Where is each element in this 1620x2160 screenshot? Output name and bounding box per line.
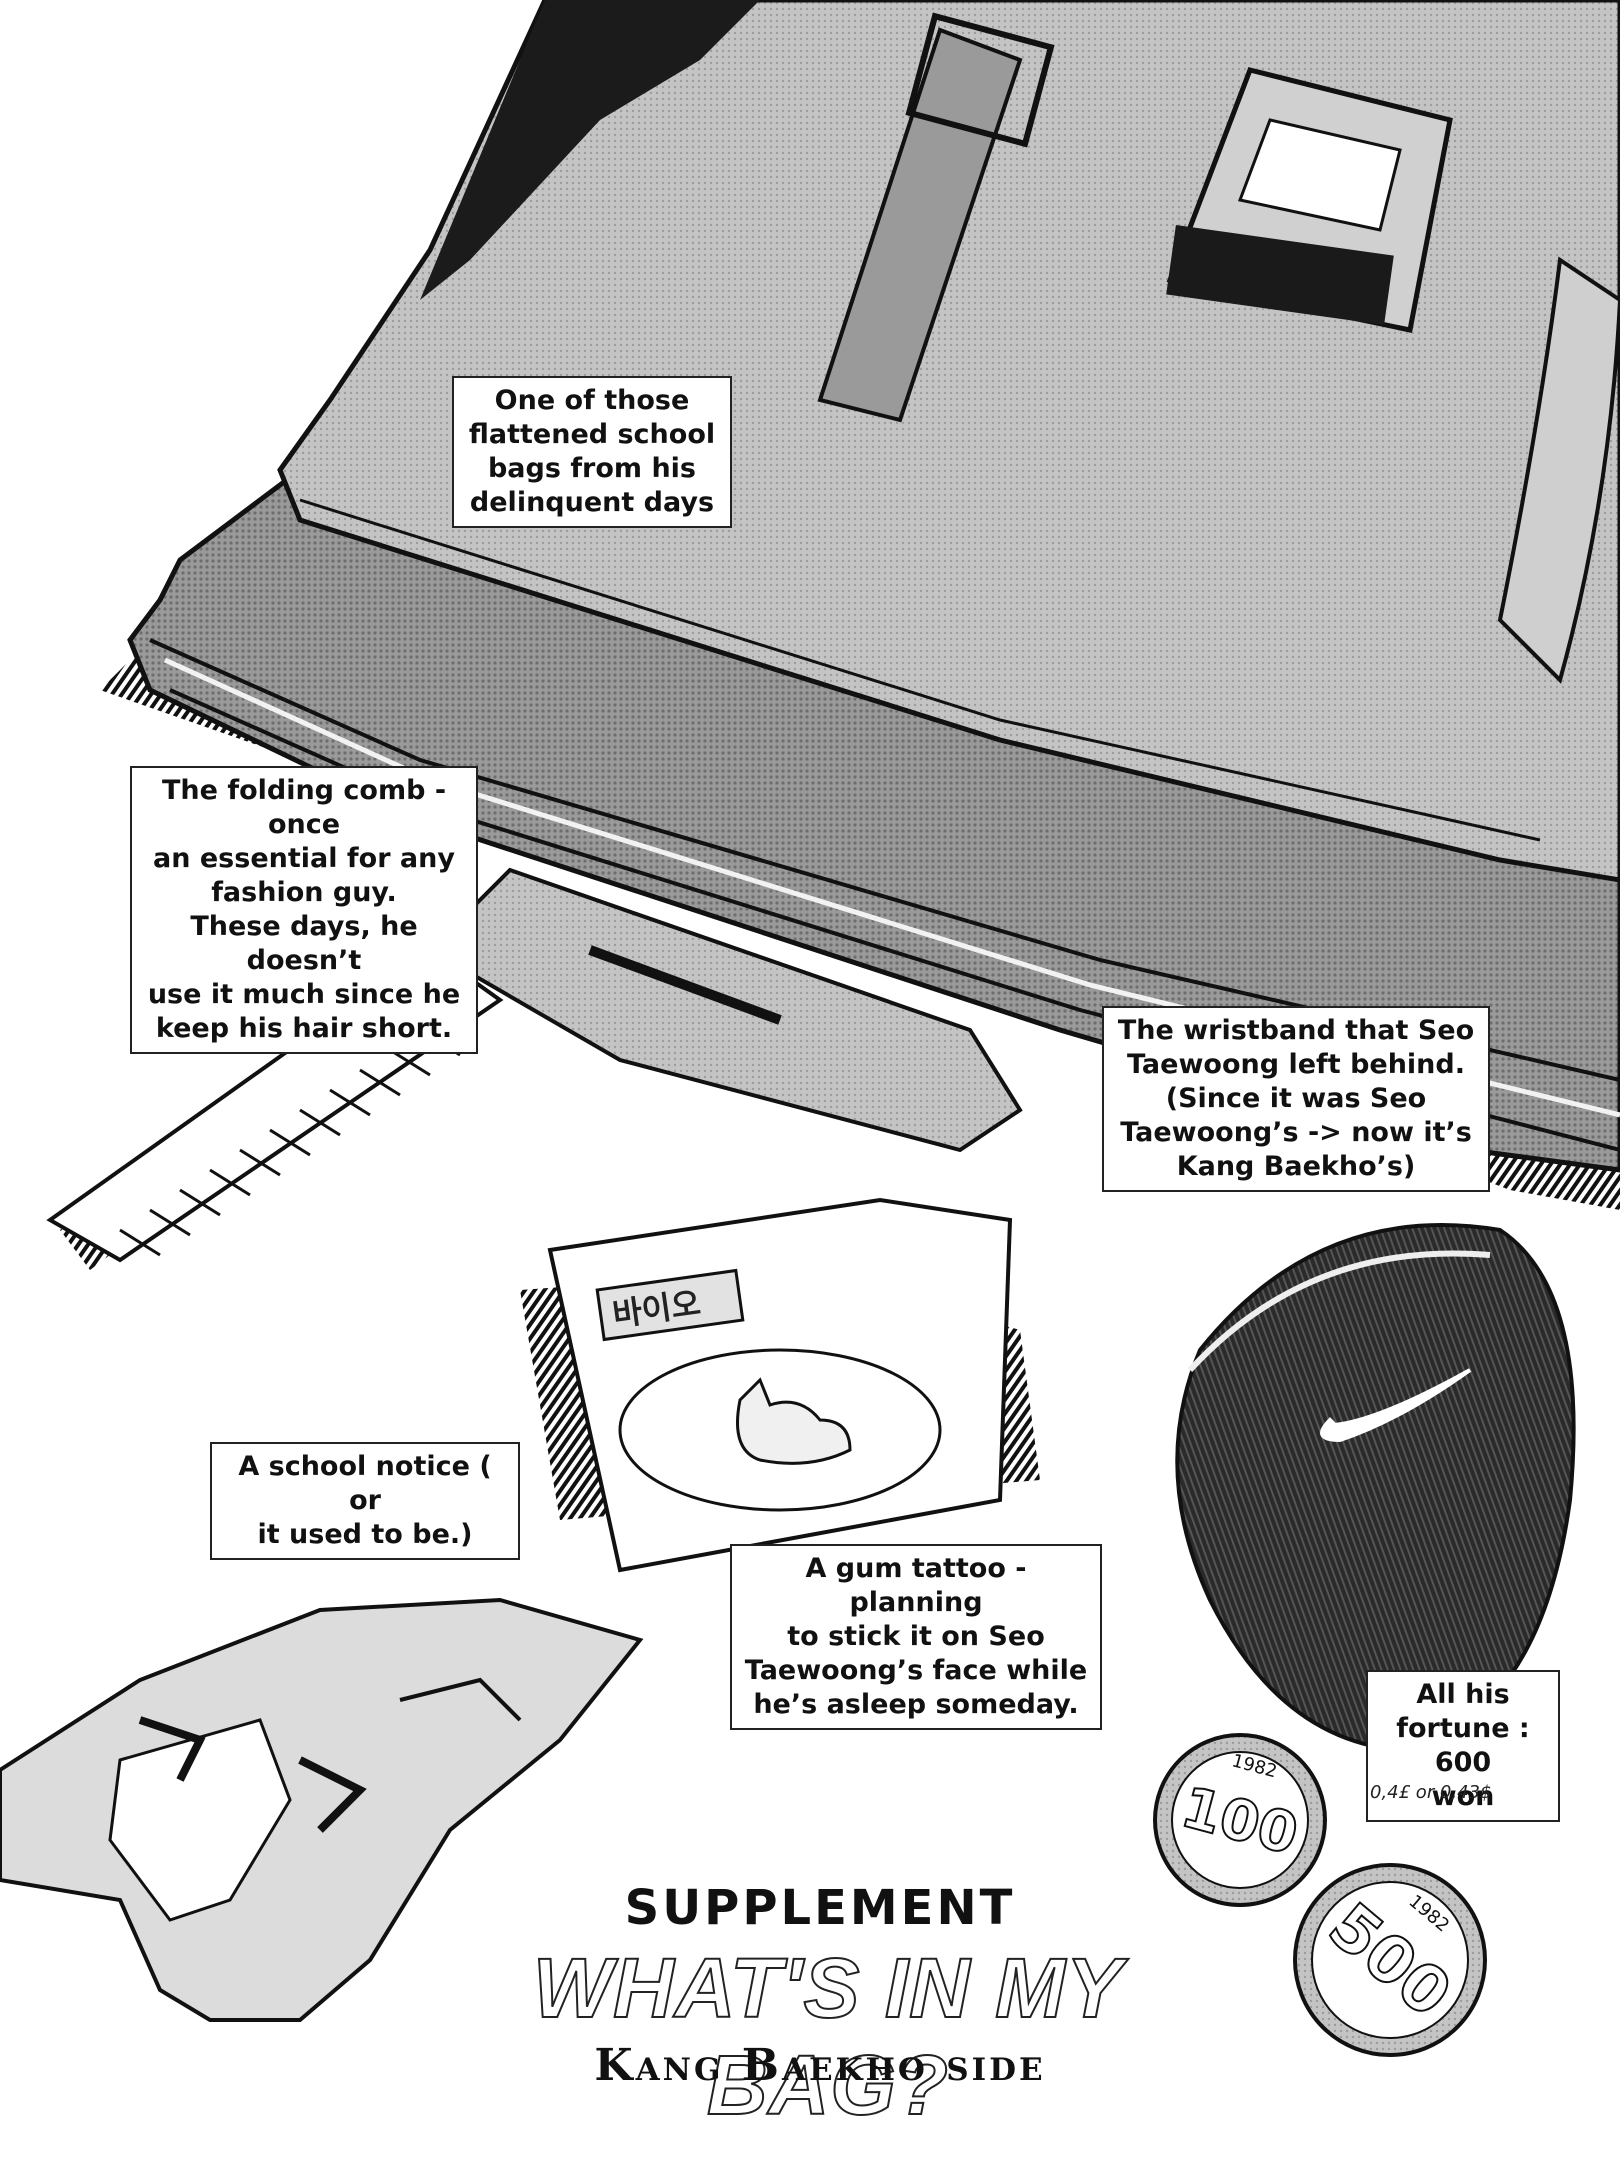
caption-line: The folding comb - once — [161, 775, 447, 840]
title-side: Kang Baekho side — [594, 2040, 1046, 2091]
caption-line: flattened school — [468, 419, 716, 450]
title-main: WHAT'S IN MY BAG? — [532, 1940, 1124, 2133]
caption-bag: One of those flattened school bags from … — [452, 376, 732, 528]
currency-handnote: 0,4£ or 0,43$ — [1370, 1782, 1492, 1803]
caption-line: to stick it on Seo — [787, 1621, 1045, 1652]
wristband — [1175, 1223, 1576, 1753]
caption-line: Taewoong’s -> now it’s — [1120, 1117, 1472, 1148]
caption-fortune: All his fortune : 600 won — [1366, 1670, 1560, 1822]
caption-line: Kang Baekho’s) — [1176, 1151, 1416, 1182]
title-supplement: SUPPLEMENT — [624, 1880, 1016, 1936]
caption-line: keep his hair short. — [155, 1013, 453, 1044]
caption-line: he’s asleep someday. — [753, 1689, 1079, 1720]
caption-notice: A school notice ( or it used to be.) — [210, 1442, 520, 1560]
flap-border — [299, 498, 1541, 842]
coin-100: 100 1982 — [1153, 1733, 1327, 1907]
bag-clasp — [1166, 67, 1453, 333]
bag-handle — [1497, 256, 1620, 684]
paper-crease-3 — [399, 1677, 522, 1722]
caption-line: These days, he doesn’t — [190, 911, 418, 976]
caption-line: The wristband that Seo — [1117, 1015, 1475, 1046]
swoosh-logo — [1320, 1368, 1472, 1443]
caption-gum: A gum tattoo - planning to stick it on S… — [730, 1544, 1102, 1730]
caption-line: won — [1431, 1781, 1495, 1812]
caption-line: All his — [1416, 1679, 1510, 1710]
caption-line: delinquent days — [469, 487, 715, 518]
school-notice-paper — [0, 1597, 644, 2022]
caption-line: fashion guy. — [211, 877, 397, 908]
paper-crease-1 — [298, 1756, 367, 1833]
comb-teeth-lines — [119, 1028, 461, 1257]
caption-wristband: The wristband that Seo Taewoong left beh… — [1102, 1006, 1490, 1192]
coin-500: 500 1982 — [1293, 1863, 1487, 2057]
caption-line: A school notice ( or — [238, 1451, 492, 1516]
caption-comb: The folding comb - once an essential for… — [130, 766, 478, 1054]
caption-line: Taewoong left behind. — [1126, 1049, 1465, 1080]
caption-line: bags from his — [487, 453, 697, 484]
caption-line: fortune : 600 — [1396, 1713, 1530, 1778]
caption-line: One of those — [494, 385, 690, 416]
gum-tattoo-packet: 바이오 — [520, 1197, 1040, 1573]
paper-crease-2 — [138, 1716, 206, 1782]
caption-line: use it much since he — [147, 979, 461, 1010]
caption-line: A gum tattoo - planning — [805, 1553, 1027, 1618]
comb-slot — [588, 945, 782, 1025]
bag-flap-dark — [420, 0, 760, 300]
caption-line: it used to be.) — [257, 1519, 473, 1550]
fox-drawing — [736, 1377, 852, 1465]
caption-line: (Since it was Seo — [1165, 1083, 1427, 1114]
paper-fold-1 — [108, 1718, 292, 1922]
strap-buckle — [905, 12, 1055, 148]
paper-crumpled — [0, 1597, 644, 2022]
gum-brand-box — [595, 1268, 745, 1342]
caption-line: an essential for any — [153, 843, 455, 874]
caption-line: Taewoong’s face while — [744, 1655, 1088, 1686]
comb-handle — [426, 867, 1023, 1153]
wristband-top-edge — [1187, 1250, 1491, 1373]
